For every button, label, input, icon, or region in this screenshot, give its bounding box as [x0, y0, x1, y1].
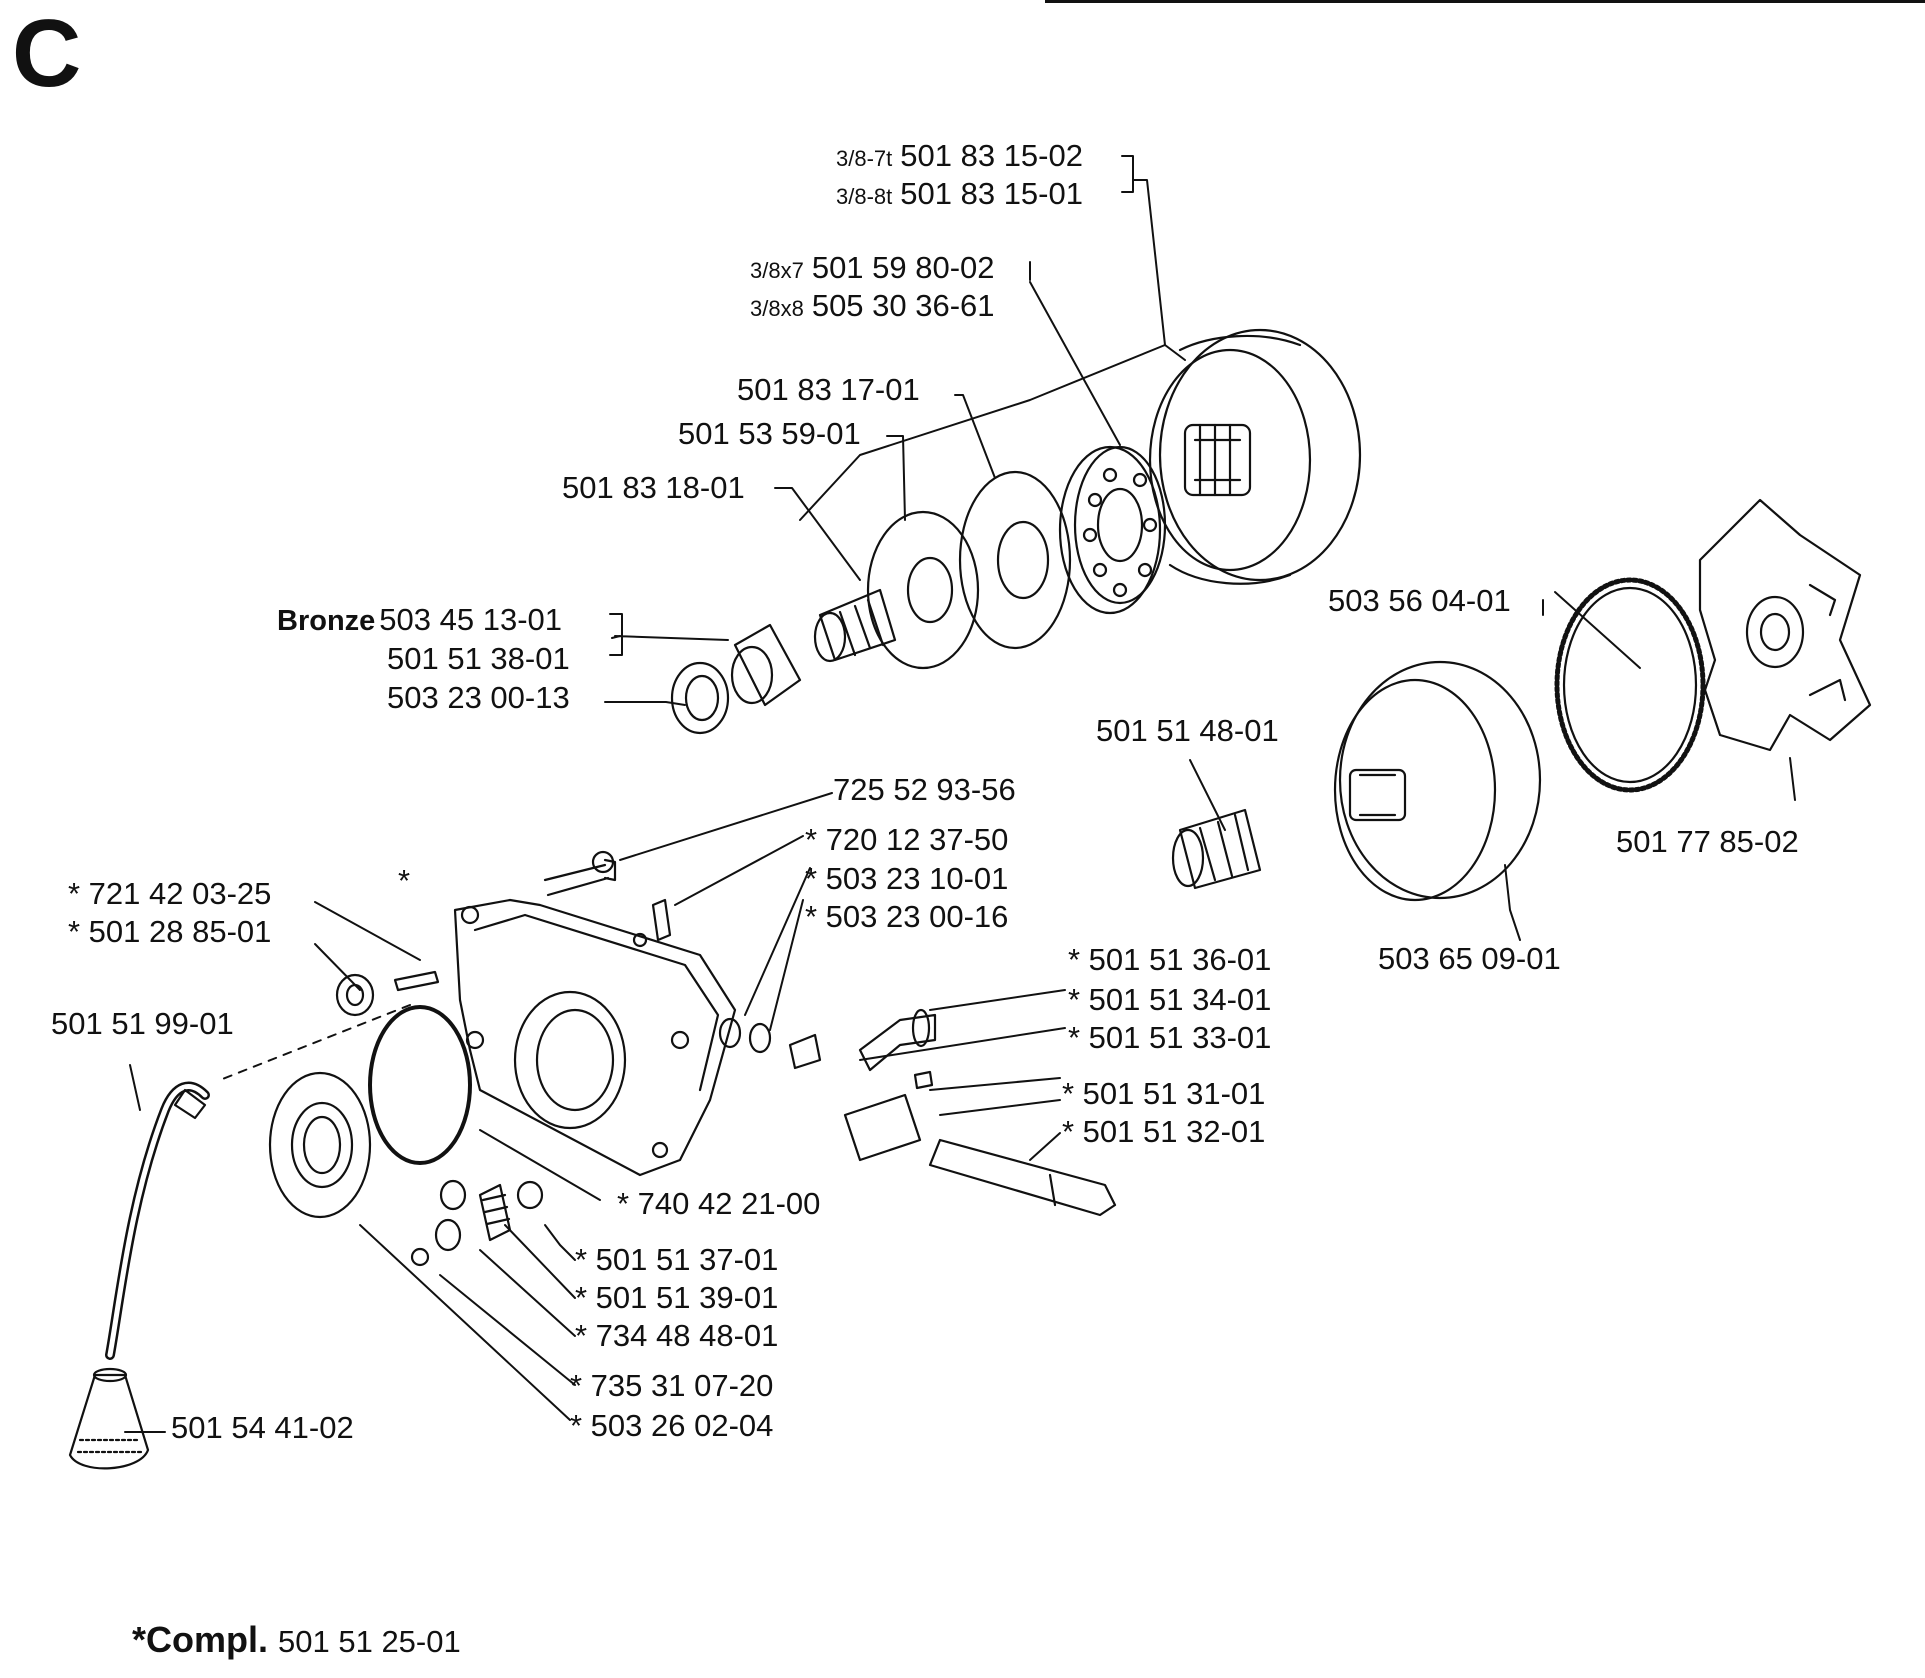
o-ring-large — [368, 1005, 472, 1165]
leader-lines — [124, 155, 1796, 1433]
label-pump-asterisk: * — [398, 863, 411, 898]
oil-hose-filter — [68, 1081, 210, 1470]
clutch-spring-ring — [1554, 577, 1706, 793]
label-o-ring: * 740 42 21-00 — [617, 1186, 821, 1221]
clutch-drum-lower — [1333, 660, 1542, 902]
label-seal-left: * 501 28 85-01 — [68, 914, 272, 949]
label-thrust-washer: 503 23 00-13 — [387, 680, 570, 715]
label-oil-hose: 501 51 99-01 — [51, 1006, 234, 1041]
oil-pump-housing — [453, 898, 737, 1177]
label-oil-filter: 501 54 41-02 — [171, 1410, 354, 1445]
section-letter: C — [12, 0, 82, 107]
label-ball: * 735 31 07-20 — [570, 1368, 774, 1403]
label-seal-ring: * 503 26 02-04 — [570, 1408, 774, 1443]
label-needle-bearing: 501 51 48-01 — [1096, 713, 1279, 748]
clutch-shoes — [1698, 498, 1872, 752]
bearing-hub — [813, 588, 897, 663]
label-o-ring-small: * 734 48 48-01 — [575, 1318, 779, 1353]
label-needle-bearing-hub: 501 83 18-01 — [562, 470, 745, 505]
label-washer-1: 501 83 17-01 — [737, 372, 920, 407]
label-spring-pump: * 501 51 34-01 — [1068, 982, 1272, 1017]
label-screw-top: 725 52 93-56 — [833, 772, 1016, 807]
label-adjust-screw: * 501 51 37-01 — [575, 1242, 779, 1277]
label-pump-piston: * 501 51 36-01 — [1068, 942, 1272, 977]
clutch-drum-rim — [1148, 328, 1362, 585]
label-plug: * 501 51 33-01 — [1068, 1020, 1272, 1055]
label-adjust-spring: * 501 51 39-01 — [575, 1280, 779, 1315]
label-washer-small: * 503 23 10-01 — [805, 861, 1009, 896]
label-pin-left: * 721 42 03-25 — [68, 876, 272, 911]
label-pump-sleeve: * 501 51 31-01 — [1062, 1076, 1266, 1111]
top-rule — [1045, 0, 1925, 3]
sprocket-rim — [1058, 445, 1167, 615]
label-clutch-drum: 503 65 09-01 — [1378, 941, 1561, 976]
label-washer-small-2: * 503 23 00-16 — [805, 899, 1009, 934]
label-washer-2: 501 53 59-01 — [678, 416, 861, 451]
needle-bearing-small — [1171, 808, 1262, 890]
small-parts — [335, 850, 1117, 1267]
label-clutch-spring: 503 56 04-01 — [1328, 583, 1511, 618]
label-pin: * 720 12 37-50 — [805, 822, 1009, 857]
label-clutch-shoe: 501 77 85-02 — [1616, 824, 1799, 859]
seal-ring — [268, 1071, 372, 1219]
label-bushing: 501 51 38-01 — [387, 641, 570, 676]
label-worm-shaft: * 501 51 32-01 — [1062, 1114, 1266, 1149]
washers — [866, 470, 1072, 670]
bushing — [670, 623, 802, 735]
complete-assembly-note: *Compl.501 51 25-01 — [132, 1619, 461, 1660]
